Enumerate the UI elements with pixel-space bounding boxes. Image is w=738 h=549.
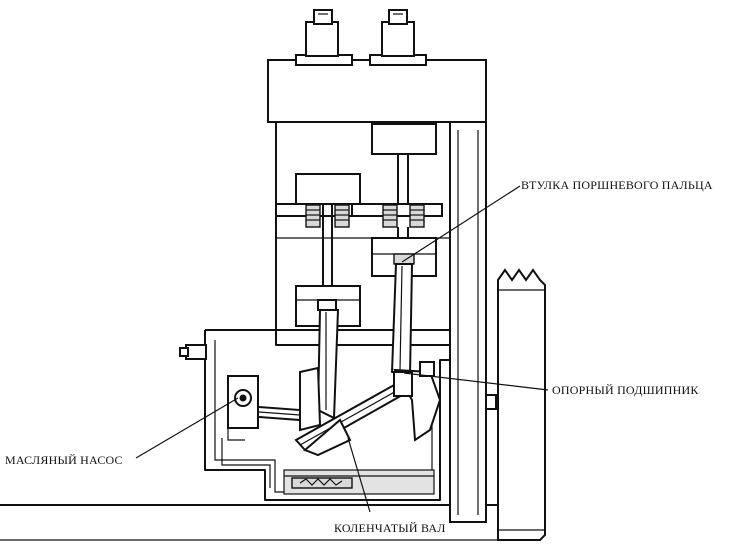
right-piston	[351, 123, 443, 378]
leader-oil-pump	[135, 397, 239, 459]
label-main-bearing: ОПОРНЫЙ ПОДШИПНИК	[552, 383, 699, 397]
pulley	[497, 268, 546, 541]
leader-lines	[135, 185, 549, 513]
label-crankshaft: КОЛЕНЧАТЫЙ ВАЛ	[334, 521, 446, 535]
leader-crankshaft	[347, 437, 371, 513]
leader-main-bearing	[403, 372, 549, 391]
side-housing	[449, 121, 497, 523]
oil-pump-drawing	[221, 375, 271, 488]
label-oil-pump: МАСЛЯНЫЙ НАСОС	[5, 453, 123, 467]
leader-piston-pin-bushing	[401, 185, 521, 263]
cylinder-head	[267, 9, 487, 123]
label-piston-pin-bushing: ВТУЛКА ПОРШНЕВОГО ПАЛЬЦА	[521, 178, 713, 192]
